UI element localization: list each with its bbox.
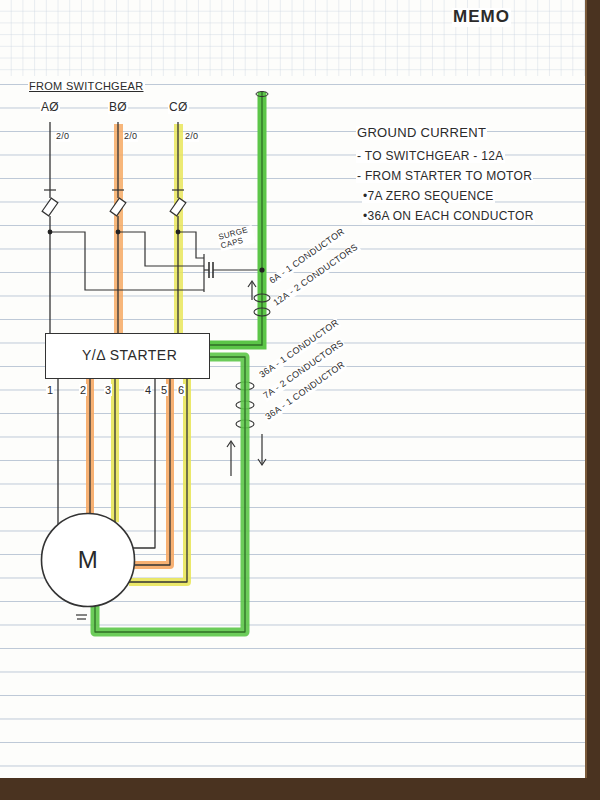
motor-circle: M — [40, 512, 136, 608]
phase-a-line — [49, 122, 50, 198]
note-line: - FROM STARTER TO MOTOR — [356, 170, 533, 183]
note-heading: GROUND CURRENT — [356, 126, 487, 140]
breaker-symbol — [110, 198, 126, 216]
junction-dot — [176, 230, 181, 235]
motor-lead-4 — [133, 379, 155, 548]
motor-lead-1-group — [58, 379, 59, 524]
memo-header: MEMO — [452, 8, 511, 27]
junction-dot — [48, 230, 53, 235]
note-line: •7A ZERO SEQUENCE — [362, 190, 495, 203]
up-arrow — [230, 442, 231, 476]
terminal-number: 6 — [177, 384, 185, 396]
motor-lead-6 — [129, 379, 187, 582]
clamp-loop — [254, 308, 270, 316]
cap-plate — [208, 262, 210, 278]
motor-outline-circle — [42, 514, 135, 607]
junction-dot — [259, 267, 264, 272]
page-edge — [585, 0, 587, 778]
junction-dots — [48, 230, 181, 235]
motor-symbol: M — [78, 547, 99, 573]
ground-conductor — [210, 92, 262, 345]
motor-lead-1 — [57, 379, 58, 524]
phase-label: AØ — [40, 101, 60, 114]
motor-lead-2-group — [90, 379, 91, 514]
motor-lead-3 — [114, 379, 115, 522]
junction-dot — [116, 230, 121, 235]
cap-ground-lead — [213, 269, 262, 270]
terminal-number: 3 — [104, 384, 112, 396]
ruled-lines — [0, 84, 586, 778]
paper — [0, 0, 586, 778]
wire-highlight — [111, 379, 119, 522]
motor-lead-3-group — [115, 379, 116, 522]
motor-lead-4-group — [133, 379, 155, 548]
phase-label: BØ — [108, 101, 128, 114]
breaker-symbol — [170, 198, 186, 216]
up-arrow — [251, 282, 252, 300]
conductor-size: 2/0 — [184, 132, 199, 142]
conductor-size: 2/0 — [55, 132, 70, 142]
starter-name: Y/Δ STARTER — [82, 348, 177, 363]
phase-conductors — [50, 122, 178, 333]
motor-lead-6-group — [129, 379, 187, 582]
terminal-number: 1 — [46, 384, 54, 396]
breaker-tick — [112, 189, 124, 190]
frame-ground-symbol — [76, 615, 87, 619]
starter-box: Y/Δ STARTER — [45, 333, 210, 379]
surge-caps-label: SURGE CAPS — [217, 225, 256, 251]
ground-end-mark — [256, 92, 268, 97]
breakers — [42, 190, 186, 216]
ground-mark — [77, 618, 86, 619]
cap-bus — [203, 254, 204, 292]
note-line: - TO SWITCHGEAR - 12A — [356, 150, 505, 163]
section-heading: FROM SWITCHGEAR — [28, 80, 145, 92]
up-arrow-head — [227, 441, 235, 447]
down-arrow-head — [258, 459, 266, 465]
up-arrow-head — [248, 281, 256, 287]
clamp-loop — [254, 294, 270, 302]
breaker-symbol — [42, 198, 58, 216]
ground-mark — [76, 614, 87, 615]
motor-lead-5-group — [134, 379, 170, 565]
wire-highlight — [129, 379, 187, 582]
note-line: •36A ON EACH CONDUCTOR — [362, 210, 535, 223]
wire-highlight — [134, 379, 170, 565]
wire-highlight — [86, 379, 94, 514]
conductor-size: 2/0 — [123, 132, 138, 142]
phase-c-line — [177, 122, 178, 198]
terminal-number: 2 — [79, 384, 87, 396]
breaker-tick — [44, 189, 56, 190]
terminal-number: 4 — [144, 384, 152, 396]
phase-label: CØ — [168, 101, 189, 114]
phase-b-line — [117, 122, 118, 198]
breaker-tick — [172, 189, 184, 190]
lead-a — [50, 232, 204, 290]
lead-b — [118, 232, 204, 266]
ground-highlight — [210, 92, 262, 345]
lead-c — [178, 232, 204, 258]
down-arrow — [261, 434, 262, 464]
motor-lead-2 — [89, 379, 90, 514]
motor-lead-5 — [134, 379, 170, 565]
grid-area — [0, 0, 586, 76]
terminal-number: 5 — [160, 384, 168, 396]
